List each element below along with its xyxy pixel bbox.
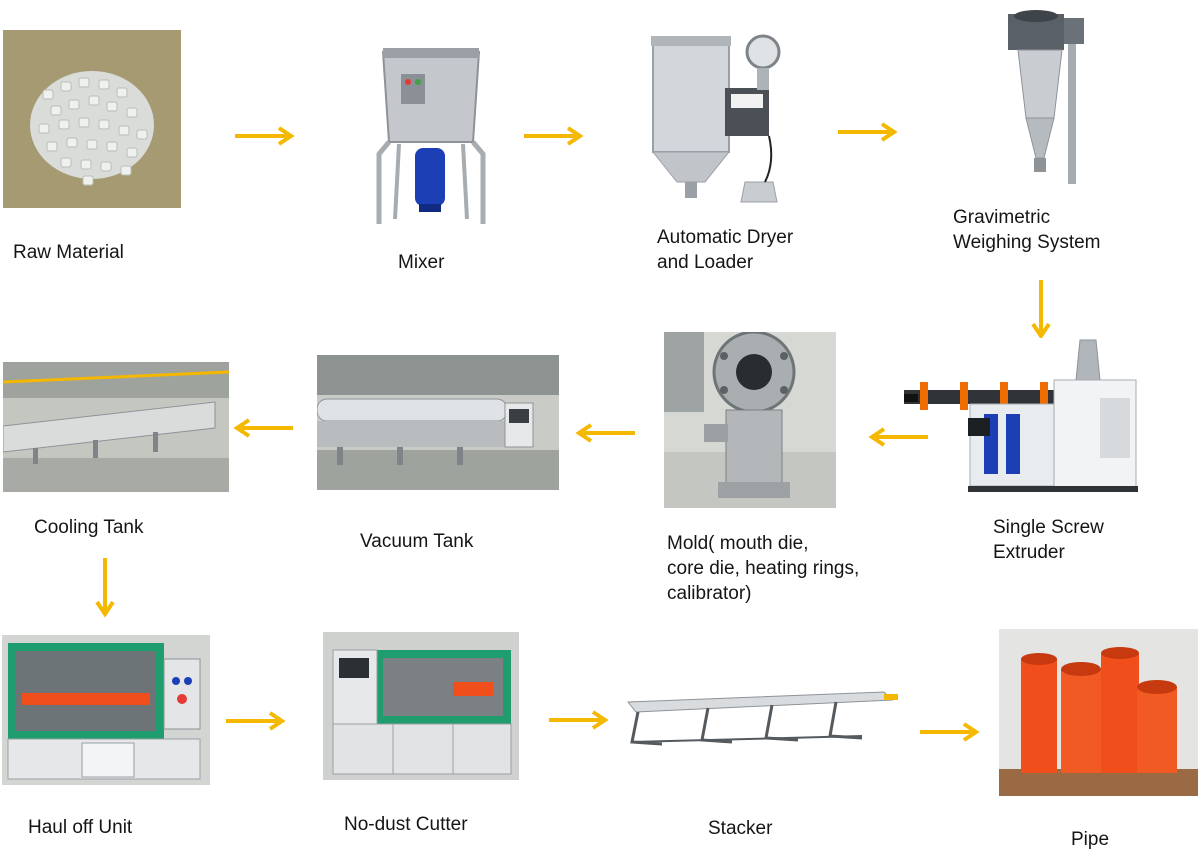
label-haul-off: Haul off Unit (28, 817, 133, 838)
cyclone-weigher-photo (1004, 8, 1094, 186)
label-cutter: No-dust Cutter (344, 814, 468, 835)
arrow-right-icon (522, 126, 584, 146)
label-dryer-loader: Automatic Dryer and Loader (657, 227, 794, 273)
arrow-right-icon (233, 126, 295, 146)
label-raw-material: Raw Material (13, 242, 124, 263)
haul-off-machine-photo (2, 635, 210, 785)
stacker-rack-photo (622, 682, 900, 774)
extruder-machine-photo (900, 338, 1165, 500)
label-mold: Mold( mouth die, core die, heating rings… (667, 533, 860, 604)
arrow-down-icon (95, 556, 115, 618)
die-mold-photo (664, 332, 836, 508)
mixer-machine-photo (375, 44, 487, 226)
arrow-left-icon (868, 427, 930, 447)
label-gravimetric: Gravimetric Weighing System (953, 207, 1101, 253)
label-stacker: Stacker (708, 818, 773, 839)
arrow-right-icon (836, 122, 898, 142)
arrow-left-icon (575, 423, 637, 443)
arrow-left-icon (233, 418, 295, 438)
label-pipe: Pipe (1071, 829, 1110, 850)
label-cooling-tank: Cooling Tank (34, 517, 144, 538)
dryer-hopper-photo (645, 32, 795, 207)
label-mixer: Mixer (398, 252, 445, 273)
arrow-right-icon (224, 711, 286, 731)
label-extruder: Single Screw Extruder (993, 517, 1104, 563)
cutter-machine-photo (323, 632, 519, 780)
arrow-down-icon (1031, 278, 1051, 340)
plastic-pellets-photo (3, 30, 181, 208)
orange-pipes-photo (999, 629, 1198, 796)
vacuum-tank-photo (317, 355, 559, 490)
cooling-tank-photo (3, 362, 229, 492)
label-vacuum-tank: Vacuum Tank (360, 531, 474, 552)
arrow-right-icon (547, 710, 609, 730)
arrow-right-icon (918, 722, 980, 742)
